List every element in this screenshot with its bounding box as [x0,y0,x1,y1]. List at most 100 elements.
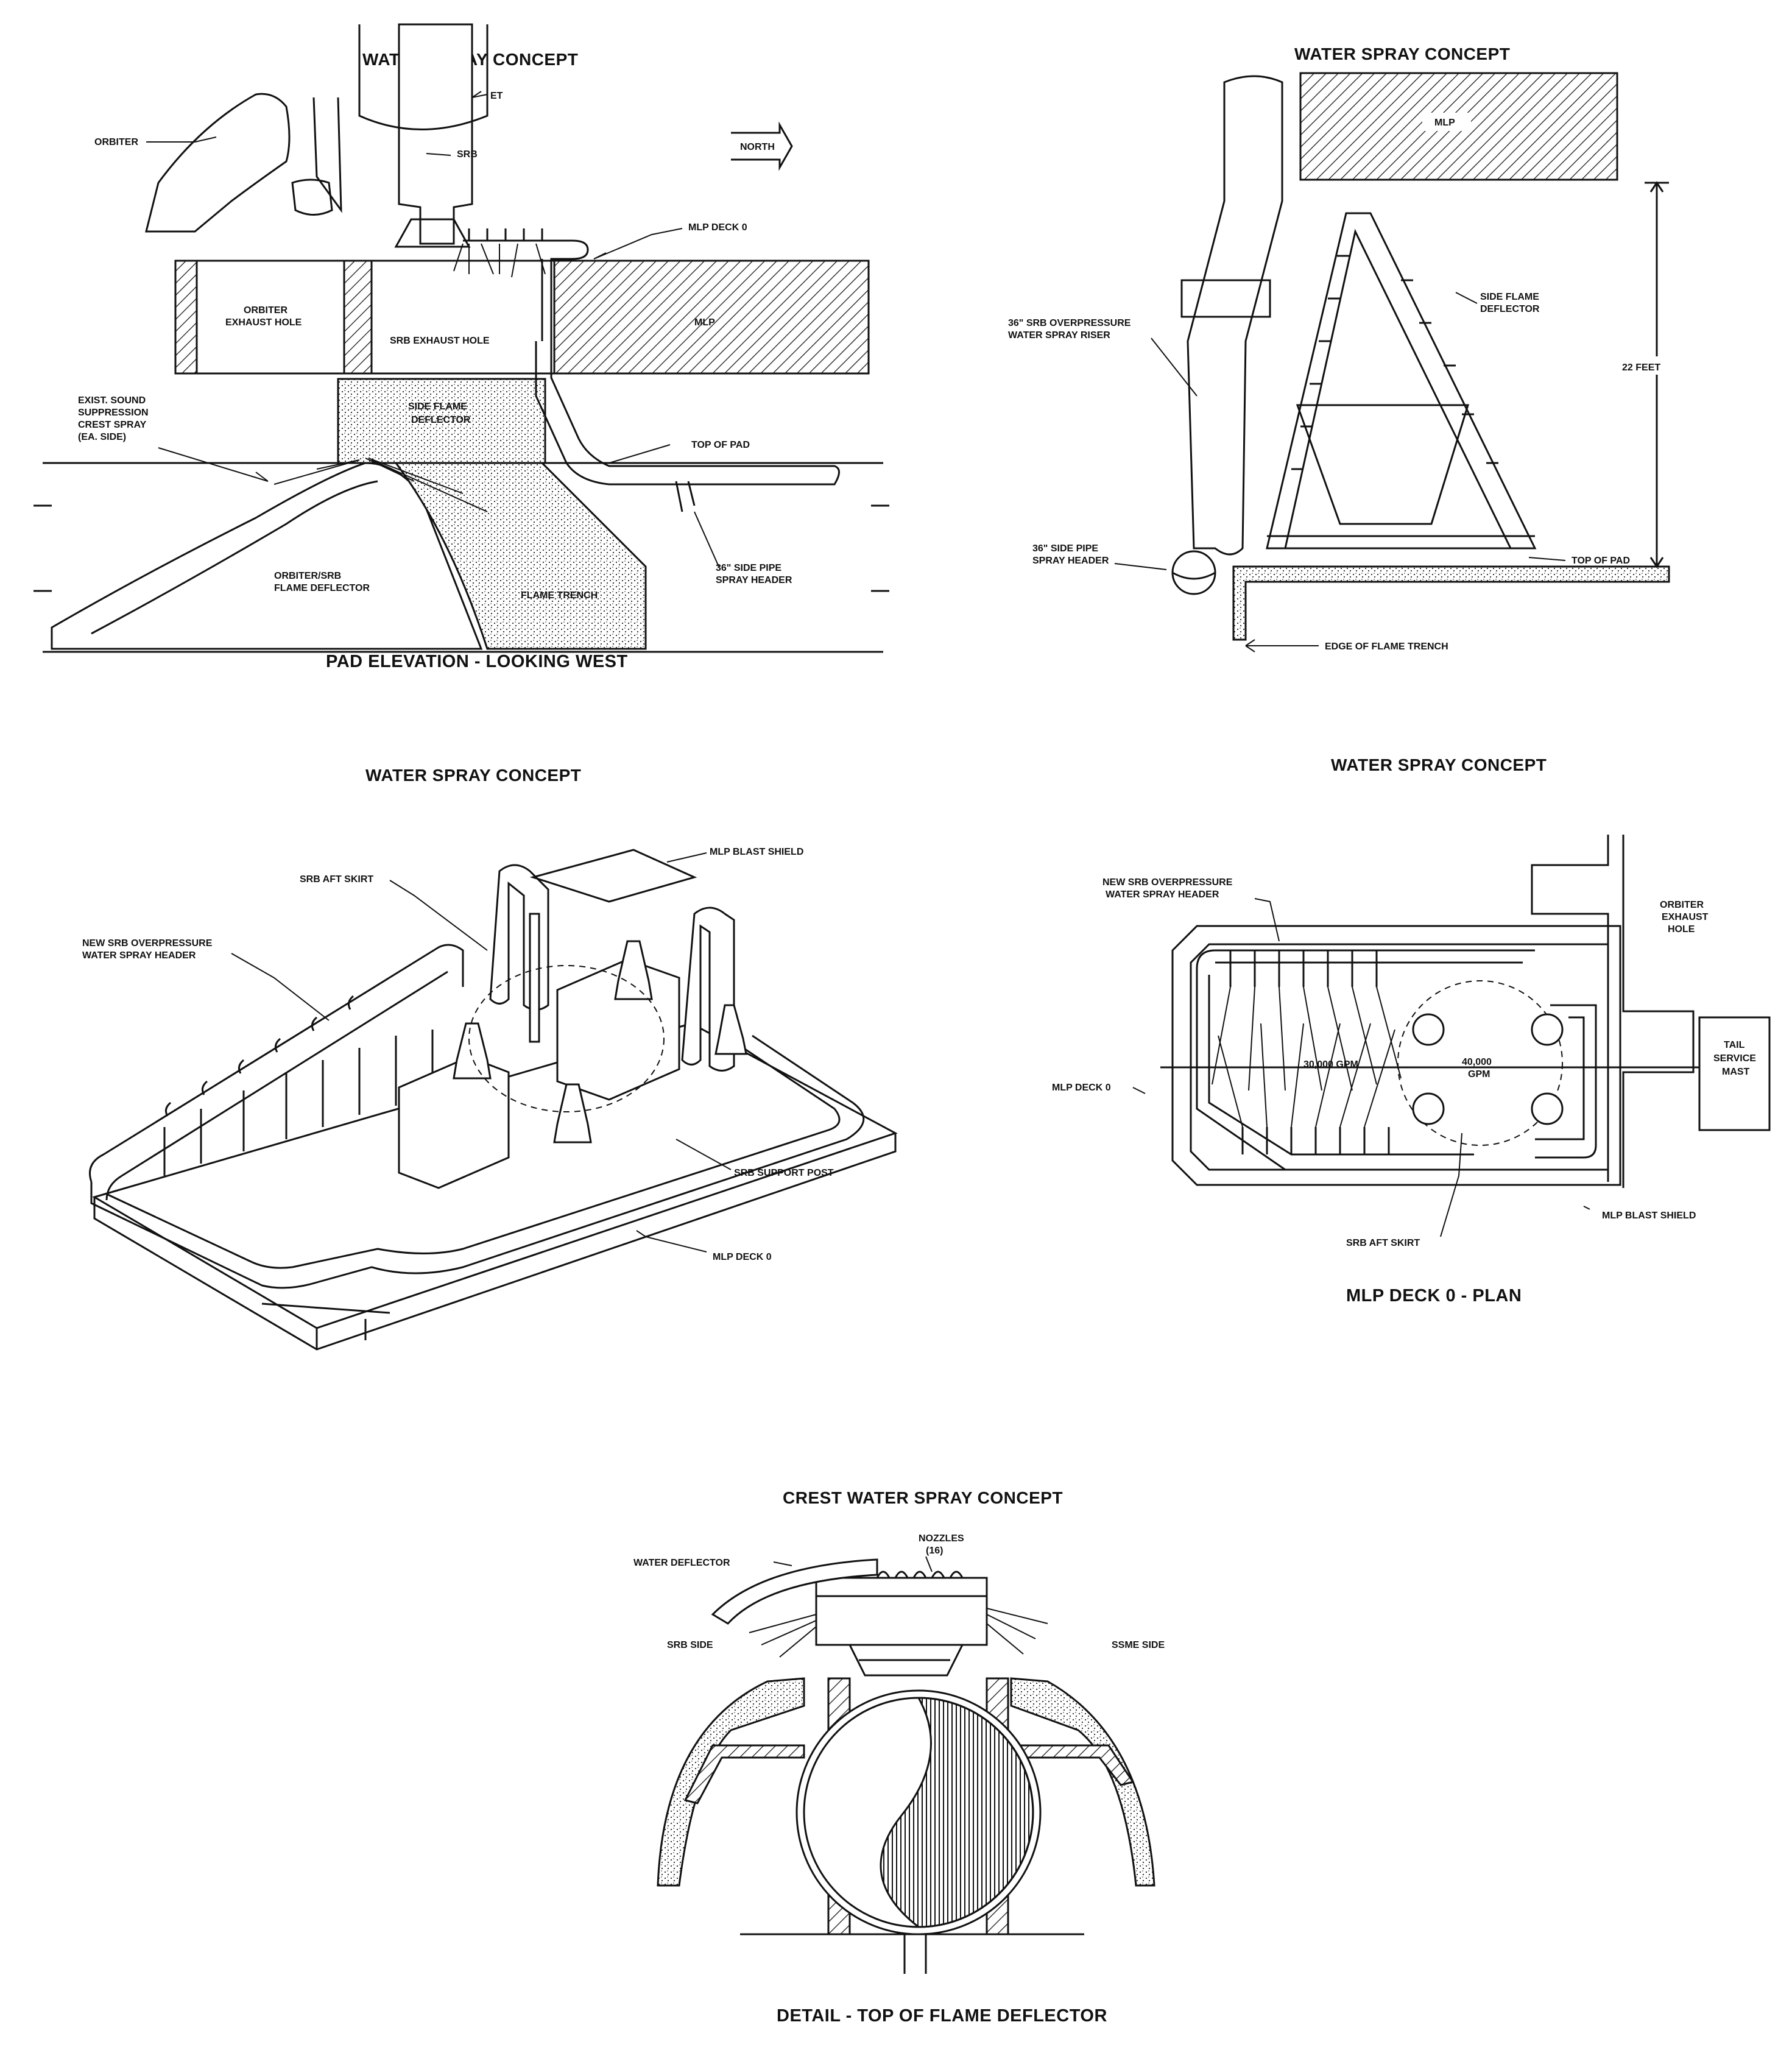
label-top-of-pad: TOP OF PAD [691,440,750,450]
label-tail-1: TAIL [1724,1040,1745,1050]
plan-deck-outline [1171,925,1621,1186]
label-blast-shield: MLP BLAST SHIELD [1602,1210,1696,1221]
riser-flange [1180,279,1271,318]
orbiter-exhaust-structure [1531,835,1695,1188]
panel-plan-view: WATER SPRAY CONCEPT NEW SRB OVERPRESSURE… [1052,755,1771,1306]
side-flame-deflector-block [337,378,546,464]
deflector-ibeams [1291,255,1498,470]
label-side-flame-2: DEFLECTOR [411,415,471,425]
label-exist-sound-2: SUPPRESSION [78,408,149,418]
label-header-2: WATER SPRAY HEADER [1106,889,1219,900]
deflector-cross-bracing [1296,404,1470,525]
deflector-crest [657,1677,1155,1887]
leader-arrow-heads [255,91,607,482]
label-et: ET [490,91,503,101]
label-side-pipe-2: SPRAY HEADER [716,575,792,585]
panel-side-flame-deflector: WATER SPRAY CONCEPT MLP 22 FEET SIDE FLA… [1008,44,1693,652]
leaders-panel2 [1114,292,1566,652]
water-deflector [711,1558,878,1625]
plan-header-pipe [1196,949,1597,1171]
srb-holddown-1 [453,1022,492,1080]
holddown-3 [1531,1013,1564,1046]
orbiter-engine [291,97,342,216]
crest-pipe-swirl [880,1697,1034,1928]
label-srb: SRB [457,149,478,160]
holddown-2 [1412,1092,1445,1125]
label-orbiter: ORBITER [94,137,138,147]
srb-body [398,23,473,245]
srb-holddown-3 [553,1083,592,1143]
crest-spray-fan [273,458,488,512]
label-side-flame-1: SIDE FLAME [408,401,467,412]
plan-riser-stubs [1229,950,1390,1154]
leaders-panel4 [1132,898,1590,1237]
label-30000-gpm: 30,000 GPM [1303,1059,1358,1070]
label-header-2: WATER SPRAY HEADER [82,950,196,961]
label-nozzles-1: NOZZLES [919,1533,964,1544]
label-header-1: NEW SRB OVERPRESSURE [82,938,213,949]
label-orbiter-3: HOLE [1668,924,1695,935]
deck-outline [92,1022,898,1351]
side-pipe-header-swirl [1172,571,1216,580]
north-label: NORTH [740,142,775,152]
label-mlp: MLP [694,317,715,328]
dimension-label-bg [1620,356,1693,375]
tail-service-mast [1698,1016,1771,1131]
nozzle-manifold [815,1577,988,1677]
mlp-hatched-section [553,260,870,375]
blast-shield-top [529,849,697,903]
label-nozzles-2: (16) [926,1546,943,1556]
flame-trench [394,462,647,650]
holddown-1 [1412,1013,1445,1046]
label-top-of-pad: TOP OF PAD [1572,556,1630,566]
nozzle-row [876,1571,964,1578]
holddown-4 [1531,1092,1564,1125]
spray-header-stub [675,481,696,512]
panel2-title: WATER SPRAY CONCEPT [1294,44,1510,63]
label-side-flame-1: SIDE FLAME [1480,292,1539,302]
panel-crest-detail: CREST WATER SPRAY CONCEPT NOZZLES (16) W… [633,1488,1165,2026]
panel5-caption: DETAIL - TOP OF FLAME DEFLECTOR [777,2006,1107,2026]
label-flame-trench: FLAME TRENCH [521,590,598,601]
pad-ground [1232,565,1670,641]
plan-aft-skirt-outline [1397,980,1563,1146]
riser-pipe [1187,75,1283,556]
label-aft-skirt: SRB AFT SKIRT [300,874,373,885]
mlp-mid-wall [343,260,373,375]
header-nozzles [164,995,355,1117]
panel4-caption: MLP DECK 0 - PLAN [1346,1286,1522,1306]
label-orbiter-srb-1: ORBITER/SRB [274,571,341,581]
panel-pad-elevation: WATER SPRAY CONCEPT NORTH [34,23,889,671]
label-support-post: SRB SUPPORT POST [734,1168,834,1178]
label-mlp: MLP [1434,118,1455,128]
label-header-1: NEW SRB OVERPRESSURE [1102,877,1233,888]
aft-skirt-pipe [529,913,540,1043]
label-side-pipe-1: 36" SIDE PIPE [716,563,781,573]
aft-skirt-outline [468,965,665,1112]
label-side-flame-2: DEFLECTOR [1480,304,1540,314]
side-pipe-header-circle [1171,550,1216,595]
panel4-title: WATER SPRAY CONCEPT [1331,755,1547,774]
label-mlp-deck-0: MLP DECK 0 [713,1252,772,1262]
label-orbiter-1: ORBITER [1660,900,1704,910]
label-blast-shield: MLP BLAST SHIELD [710,847,803,857]
leaders-panel5 [773,1556,933,1572]
label-ssme-side: SSME SIDE [1112,1640,1165,1650]
label-edge-trench: EDGE OF FLAME TRENCH [1325,641,1448,652]
label-exist-sound-4: (EA. SIDE) [78,432,126,442]
label-riser-1: 36" SRB OVERPRESSURE [1008,318,1131,328]
label-riser-2: WATER SPRAY RISER [1008,330,1110,341]
label-water-deflector: WATER DEFLECTOR [633,1558,730,1568]
label-exist-sound-3: CREST SPRAY [78,420,147,430]
north-arrow-icon [731,121,793,171]
label-orbiter-srb-2: FLAME DEFLECTOR [274,583,370,593]
label-srb-side: SRB SIDE [667,1640,713,1650]
panel5-title: CREST WATER SPRAY CONCEPT [783,1488,1063,1507]
label-tail-2: SERVICE [1713,1053,1756,1064]
mlp-left-wall [174,260,198,375]
label-srb-exhaust-hole: SRB EXHAUST HOLE [390,336,490,346]
leaders [146,94,719,567]
deck-wall-panels [163,1030,434,1176]
nozzle-manifold-detail [816,1595,987,1661]
